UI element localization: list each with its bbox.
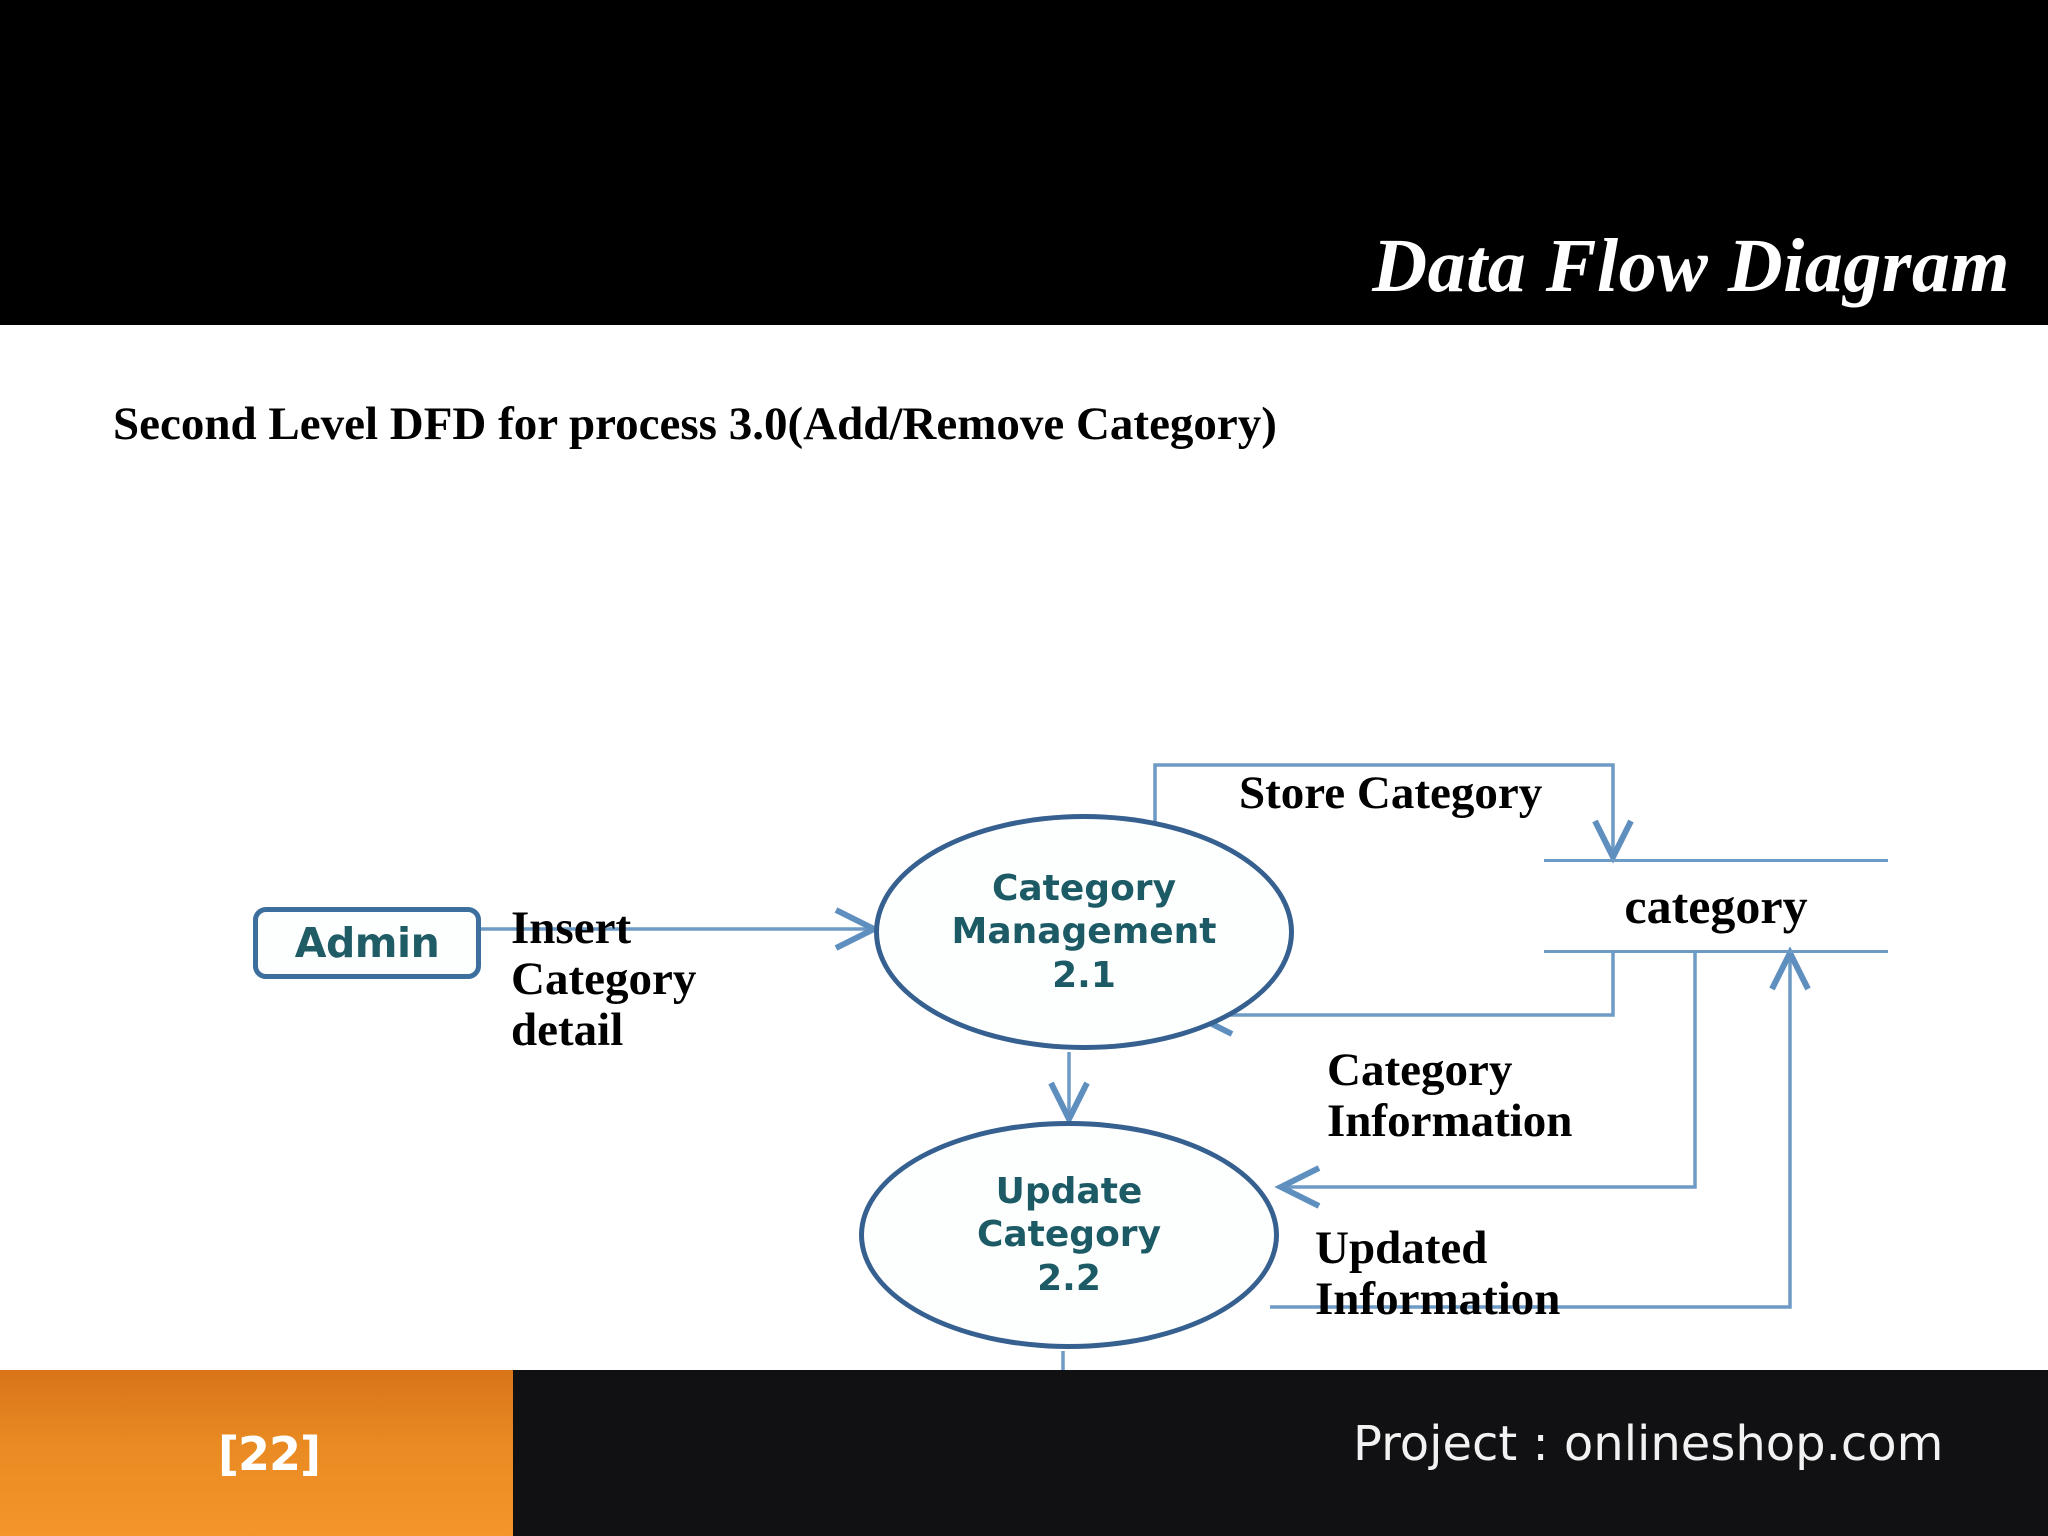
slide-subtitle: Second Level DFD for process 3.0(Add/Rem… (113, 398, 1277, 450)
flow-p2-to-p3 (1061, 1351, 1065, 1370)
flow-label-category-information: Category Information (1327, 1044, 1573, 1147)
process-number: 2.2 (1037, 1257, 1101, 1299)
header-band: Data Flow Diagram (0, 0, 2048, 325)
external-entity-label: Admin (294, 919, 440, 967)
process-name-line2: Category (976, 1214, 1162, 1256)
page-number: [22] (218, 1427, 321, 1481)
page-title: Data Flow Diagram (1372, 224, 2010, 308)
process-update-category[interactable]: Update Category 2.2 (859, 1121, 1279, 1349)
footer-project-label: Project : onlineshop.com (1353, 1416, 1944, 1472)
process-category-management[interactable]: Category Management 2.1 (874, 814, 1294, 1050)
datastore-label-category: category (1624, 878, 1808, 934)
footer-accent-block (0, 1370, 513, 1536)
datastore-top-line (1544, 859, 1888, 862)
flow-label-insert-category-detail: Insert Category detail (511, 902, 697, 1056)
process-number: 2.1 (1052, 954, 1116, 996)
datastore-bottom-line (1544, 950, 1888, 953)
flow-p1-to-p2 (1048, 1052, 1090, 1126)
external-entity-admin[interactable]: Admin (253, 907, 481, 979)
slide-body: Second Level DFD for process 3.0(Add/Rem… (0, 325, 2048, 1536)
flow-label-store-category: Store Category (1239, 767, 1543, 819)
process-name-line1: Category (991, 868, 1177, 910)
process-name-line1: Update (995, 1171, 1143, 1213)
footer-bar: [22] Project : onlineshop.com (0, 1370, 2048, 1536)
process-name-line2: Management (951, 911, 1217, 953)
flow-label-updated-information: Updated Information (1315, 1222, 1561, 1325)
